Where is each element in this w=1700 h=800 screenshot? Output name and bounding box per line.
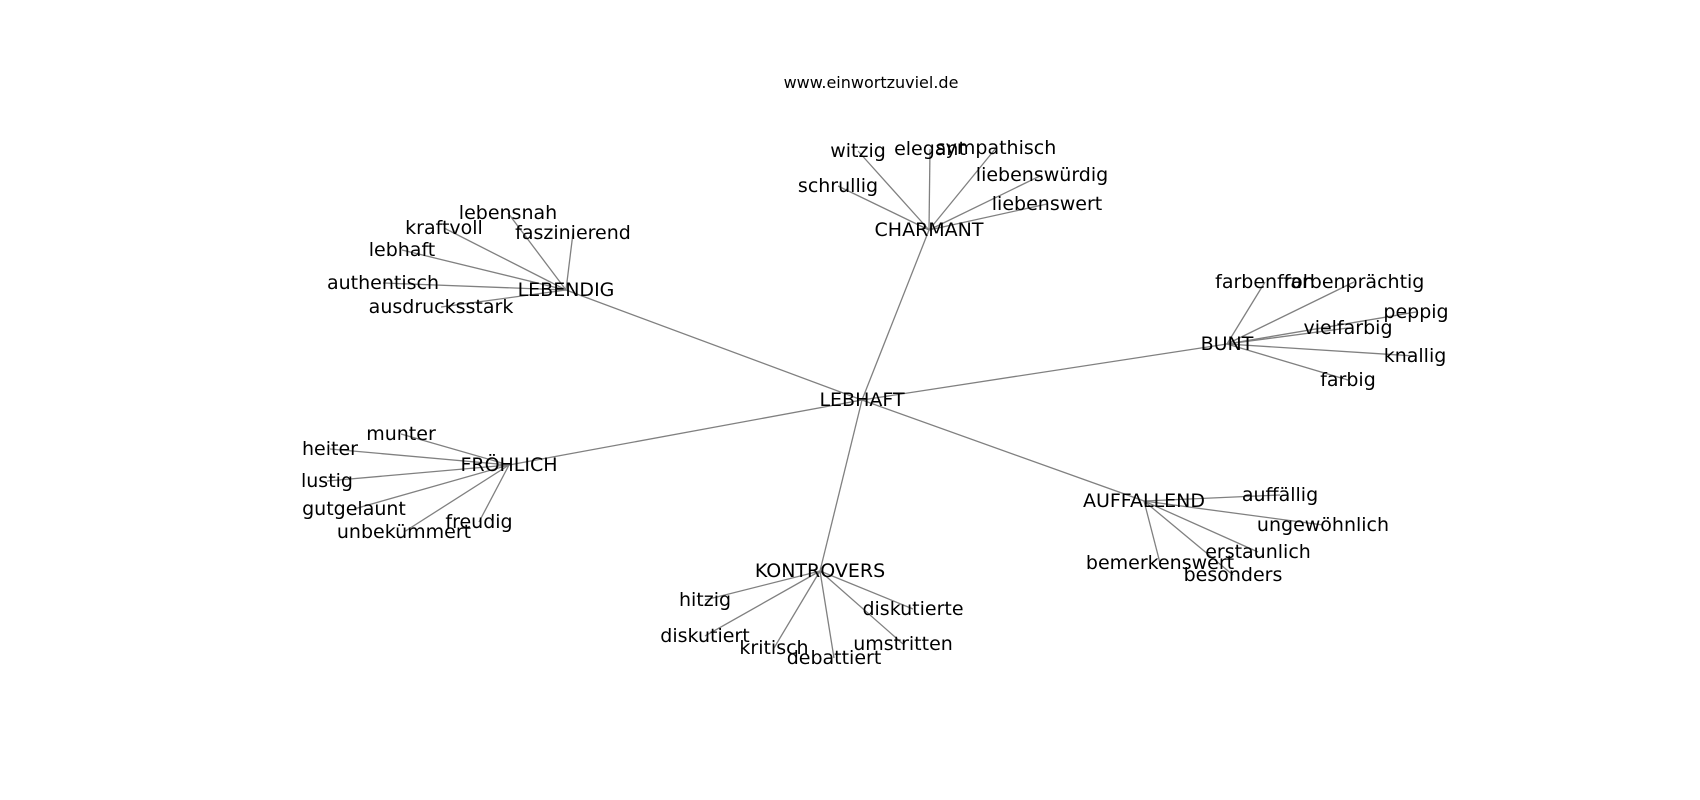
edge-group-to-leaf (440, 289, 567, 308)
leaf-node-label: farbig (1320, 369, 1376, 391)
group-node-label: FRÖHLICH (460, 453, 557, 476)
leaf-node-label: ungewöhnlich (1257, 514, 1389, 536)
leaf-node-label: lustig (301, 470, 353, 492)
leaf-node-label: knallig (1384, 345, 1447, 367)
leaf-node-label: debattiert (787, 647, 882, 669)
edge-group-to-leaf (819, 570, 914, 610)
edge-group-to-leaf (1226, 311, 1417, 345)
edge-group-to-leaf (403, 464, 510, 533)
edge-root-to-group (861, 399, 1145, 502)
leaf-node-label: elegant (894, 138, 966, 160)
leaf-node-label: lebensnah (459, 202, 557, 224)
leaf-node-label: kraftvoll (405, 217, 483, 239)
edge-group-to-leaf (819, 570, 835, 659)
leaf-node-label: witzig (830, 140, 886, 162)
leaf-node-label: bemerkenswert (1086, 552, 1234, 574)
edge-group-to-leaf (478, 464, 510, 523)
edge-group-to-leaf (1226, 281, 1266, 345)
edge-group-to-leaf (1226, 327, 1349, 345)
leaf-node-label: peppig (1383, 301, 1448, 323)
site-caption: www.einwortzuviel.de (784, 73, 959, 92)
edge-group-to-leaf (326, 464, 510, 482)
edge-group-to-leaf (507, 212, 567, 291)
edge-group-to-leaf (928, 174, 1043, 231)
edge-root-to-group (861, 343, 1228, 401)
edge-group-to-leaf (353, 464, 510, 510)
leaf-node-label: diskutiert (660, 625, 749, 647)
edge-group-to-leaf (819, 570, 904, 645)
edge-group-to-leaf (857, 150, 930, 231)
edge-group-to-leaf (928, 147, 997, 231)
edge-root-to-group (508, 399, 863, 466)
edge-group-to-leaf (704, 570, 821, 601)
graph-labels: LEBHAFT CHARMANT schrullig witzig elegantsym… (301, 137, 1449, 669)
group-node-label: LEBENDIG (518, 279, 615, 301)
edge-root-to-group (819, 399, 863, 572)
leaf-node-label: gutgelaunt (302, 498, 406, 520)
graph-edges (326, 147, 1417, 659)
leaf-node-label: auffällig (1242, 484, 1318, 506)
leaf-node-label: sympathisch (936, 137, 1057, 159)
leaf-node-label: vielfarbig (1303, 317, 1392, 339)
leaf-node-label: liebenswürdig (976, 164, 1108, 186)
group-node-label: CHARMANT (875, 219, 984, 241)
leaf-node-label: hitzig (679, 589, 731, 611)
edge-group-to-leaf (443, 227, 567, 291)
edge-group-to-leaf (1226, 281, 1355, 345)
edge-group-to-leaf (1143, 500, 1161, 564)
edge-root-to-group (565, 289, 863, 401)
leaf-node-label: liebenswert (992, 193, 1102, 215)
group-node-label: KONTROVERS (755, 560, 885, 582)
leaf-node-label: schrullig (798, 175, 878, 197)
leaf-node-label: unbekümmert (337, 521, 471, 543)
edge-group-to-leaf (773, 570, 821, 649)
leaf-node-label: kritisch (739, 637, 808, 659)
edge-group-to-leaf (382, 282, 567, 291)
leaf-node-label: ausdrucksstark (369, 296, 514, 318)
edge-group-to-leaf (1226, 343, 1349, 381)
edge-group-to-leaf (928, 148, 931, 231)
root-node-label: LEBHAFT (819, 389, 905, 411)
edge-group-to-leaf (928, 203, 1048, 231)
edge-group-to-leaf (1143, 500, 1234, 576)
edge-group-to-leaf (565, 232, 574, 291)
edge-group-to-leaf (1226, 343, 1416, 357)
edge-group-to-leaf (1143, 500, 1324, 526)
edge-group-to-leaf (401, 249, 567, 291)
leaf-node-label: umstritten (853, 633, 953, 655)
leaf-node-label: heiter (302, 438, 358, 460)
edge-group-to-leaf (1143, 494, 1281, 502)
leaf-node-label: faszinierend (515, 222, 631, 244)
leaf-node-label: erstaunlich (1205, 541, 1311, 563)
leaf-node-label: diskutierte (862, 598, 963, 620)
leaf-node-label: besonders (1184, 564, 1283, 586)
leaf-node-label: munter (366, 423, 436, 445)
group-node-label: BUNT (1201, 333, 1254, 355)
edge-group-to-leaf (329, 448, 510, 466)
edge-group-to-leaf (704, 570, 821, 637)
leaf-node-label: farbenprächtig (1284, 271, 1425, 293)
edge-root-to-group (861, 229, 930, 401)
edge-group-to-leaf (837, 185, 930, 231)
edge-group-to-leaf (400, 433, 510, 466)
leaf-node-label: lebhaft (369, 239, 436, 261)
group-node-label: AUFFALLEND (1083, 490, 1205, 512)
edge-group-to-leaf (1143, 500, 1259, 553)
leaf-node-label: farbenfroh (1215, 271, 1315, 293)
leaf-node-label: freudig (445, 511, 512, 533)
leaf-node-label: authentisch (327, 272, 439, 294)
